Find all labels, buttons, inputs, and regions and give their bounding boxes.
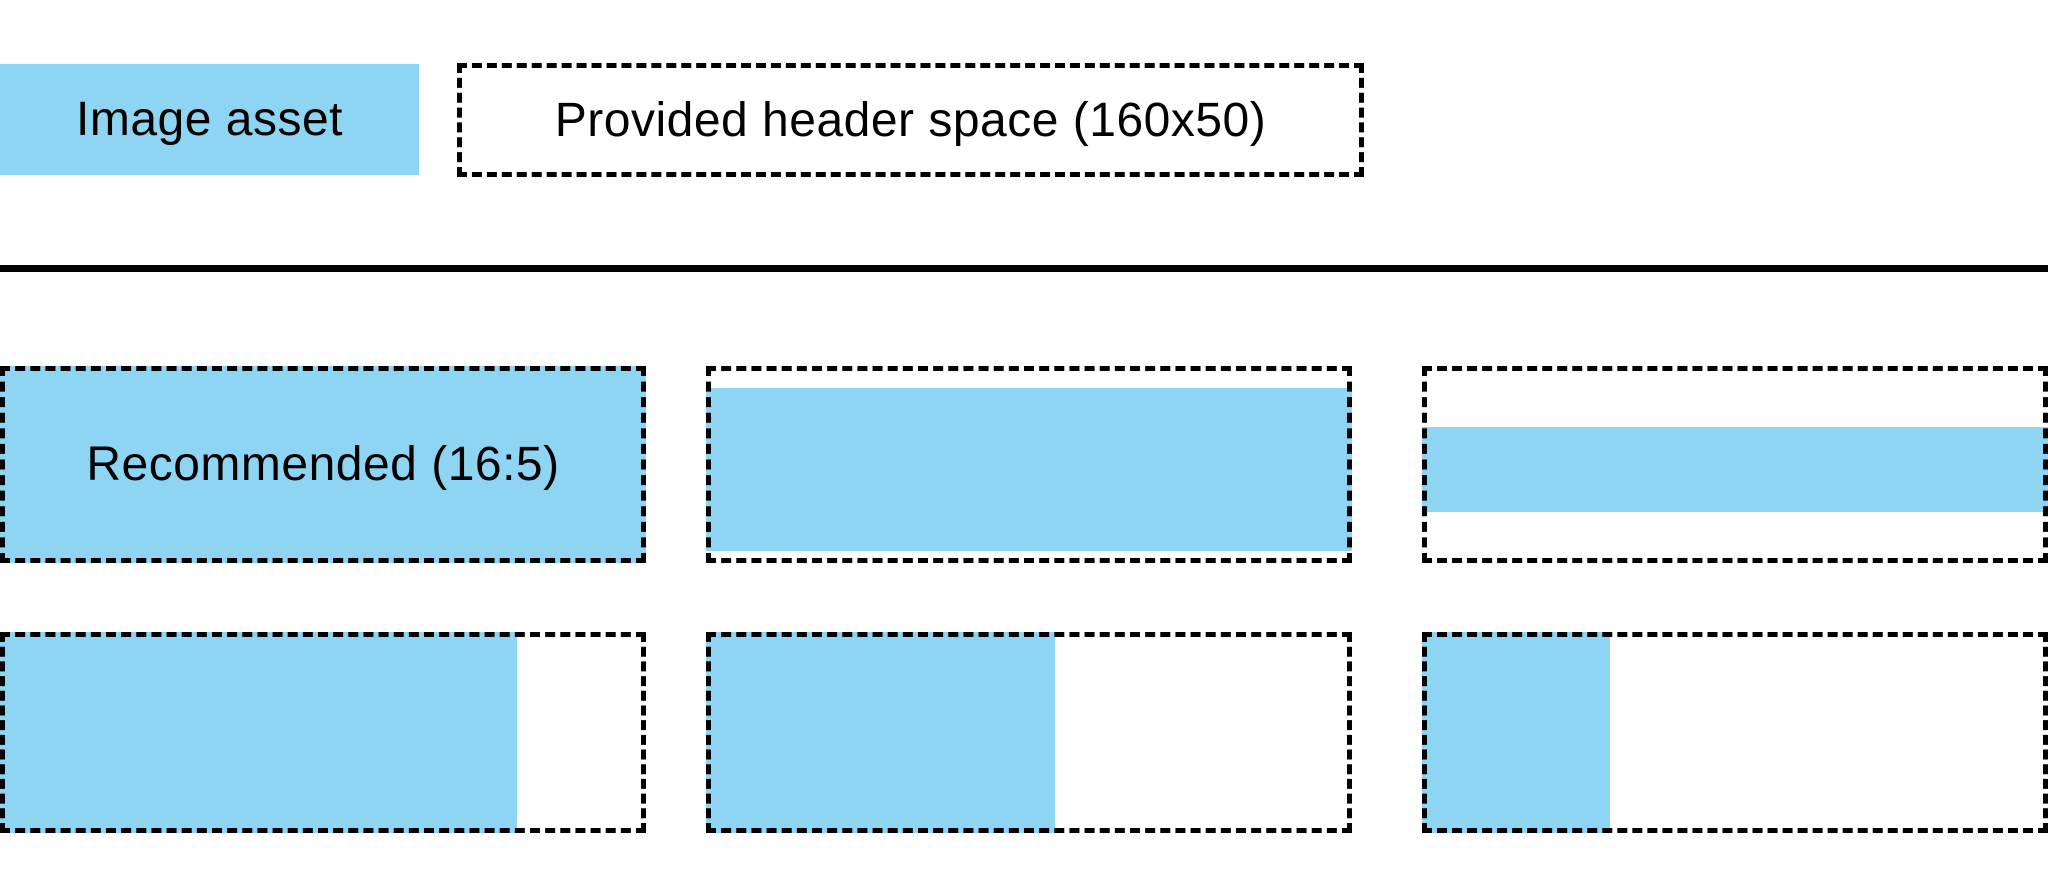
example-taller-ratio-54 <box>706 632 1352 833</box>
example-recommended-16-5: Recommended (16:5) <box>0 366 646 563</box>
legend-header-space-label: Provided header space (160x50) <box>554 93 1267 147</box>
image-asset-fill <box>706 387 1352 552</box>
section-divider <box>0 265 2048 272</box>
image-asset-fill <box>1422 427 2048 512</box>
image-asset-fill <box>0 632 517 833</box>
legend-image-asset-swatch: Image asset <box>0 64 419 175</box>
image-asset-fill <box>1422 632 1610 833</box>
image-asset-fill <box>0 366 646 563</box>
example-widest-ratio <box>1422 366 2048 563</box>
image-asset-fill <box>706 632 1055 833</box>
legend-header-space-box: Provided header space (160x50) <box>457 63 1364 177</box>
recommended-label: Recommended (16:5) <box>86 438 560 491</box>
legend-image-asset-label: Image asset <box>76 93 343 146</box>
example-wider-ratio <box>706 366 1352 563</box>
example-tallest-ratio-30 <box>1422 632 2048 833</box>
example-taller-ratio-80 <box>0 632 646 833</box>
